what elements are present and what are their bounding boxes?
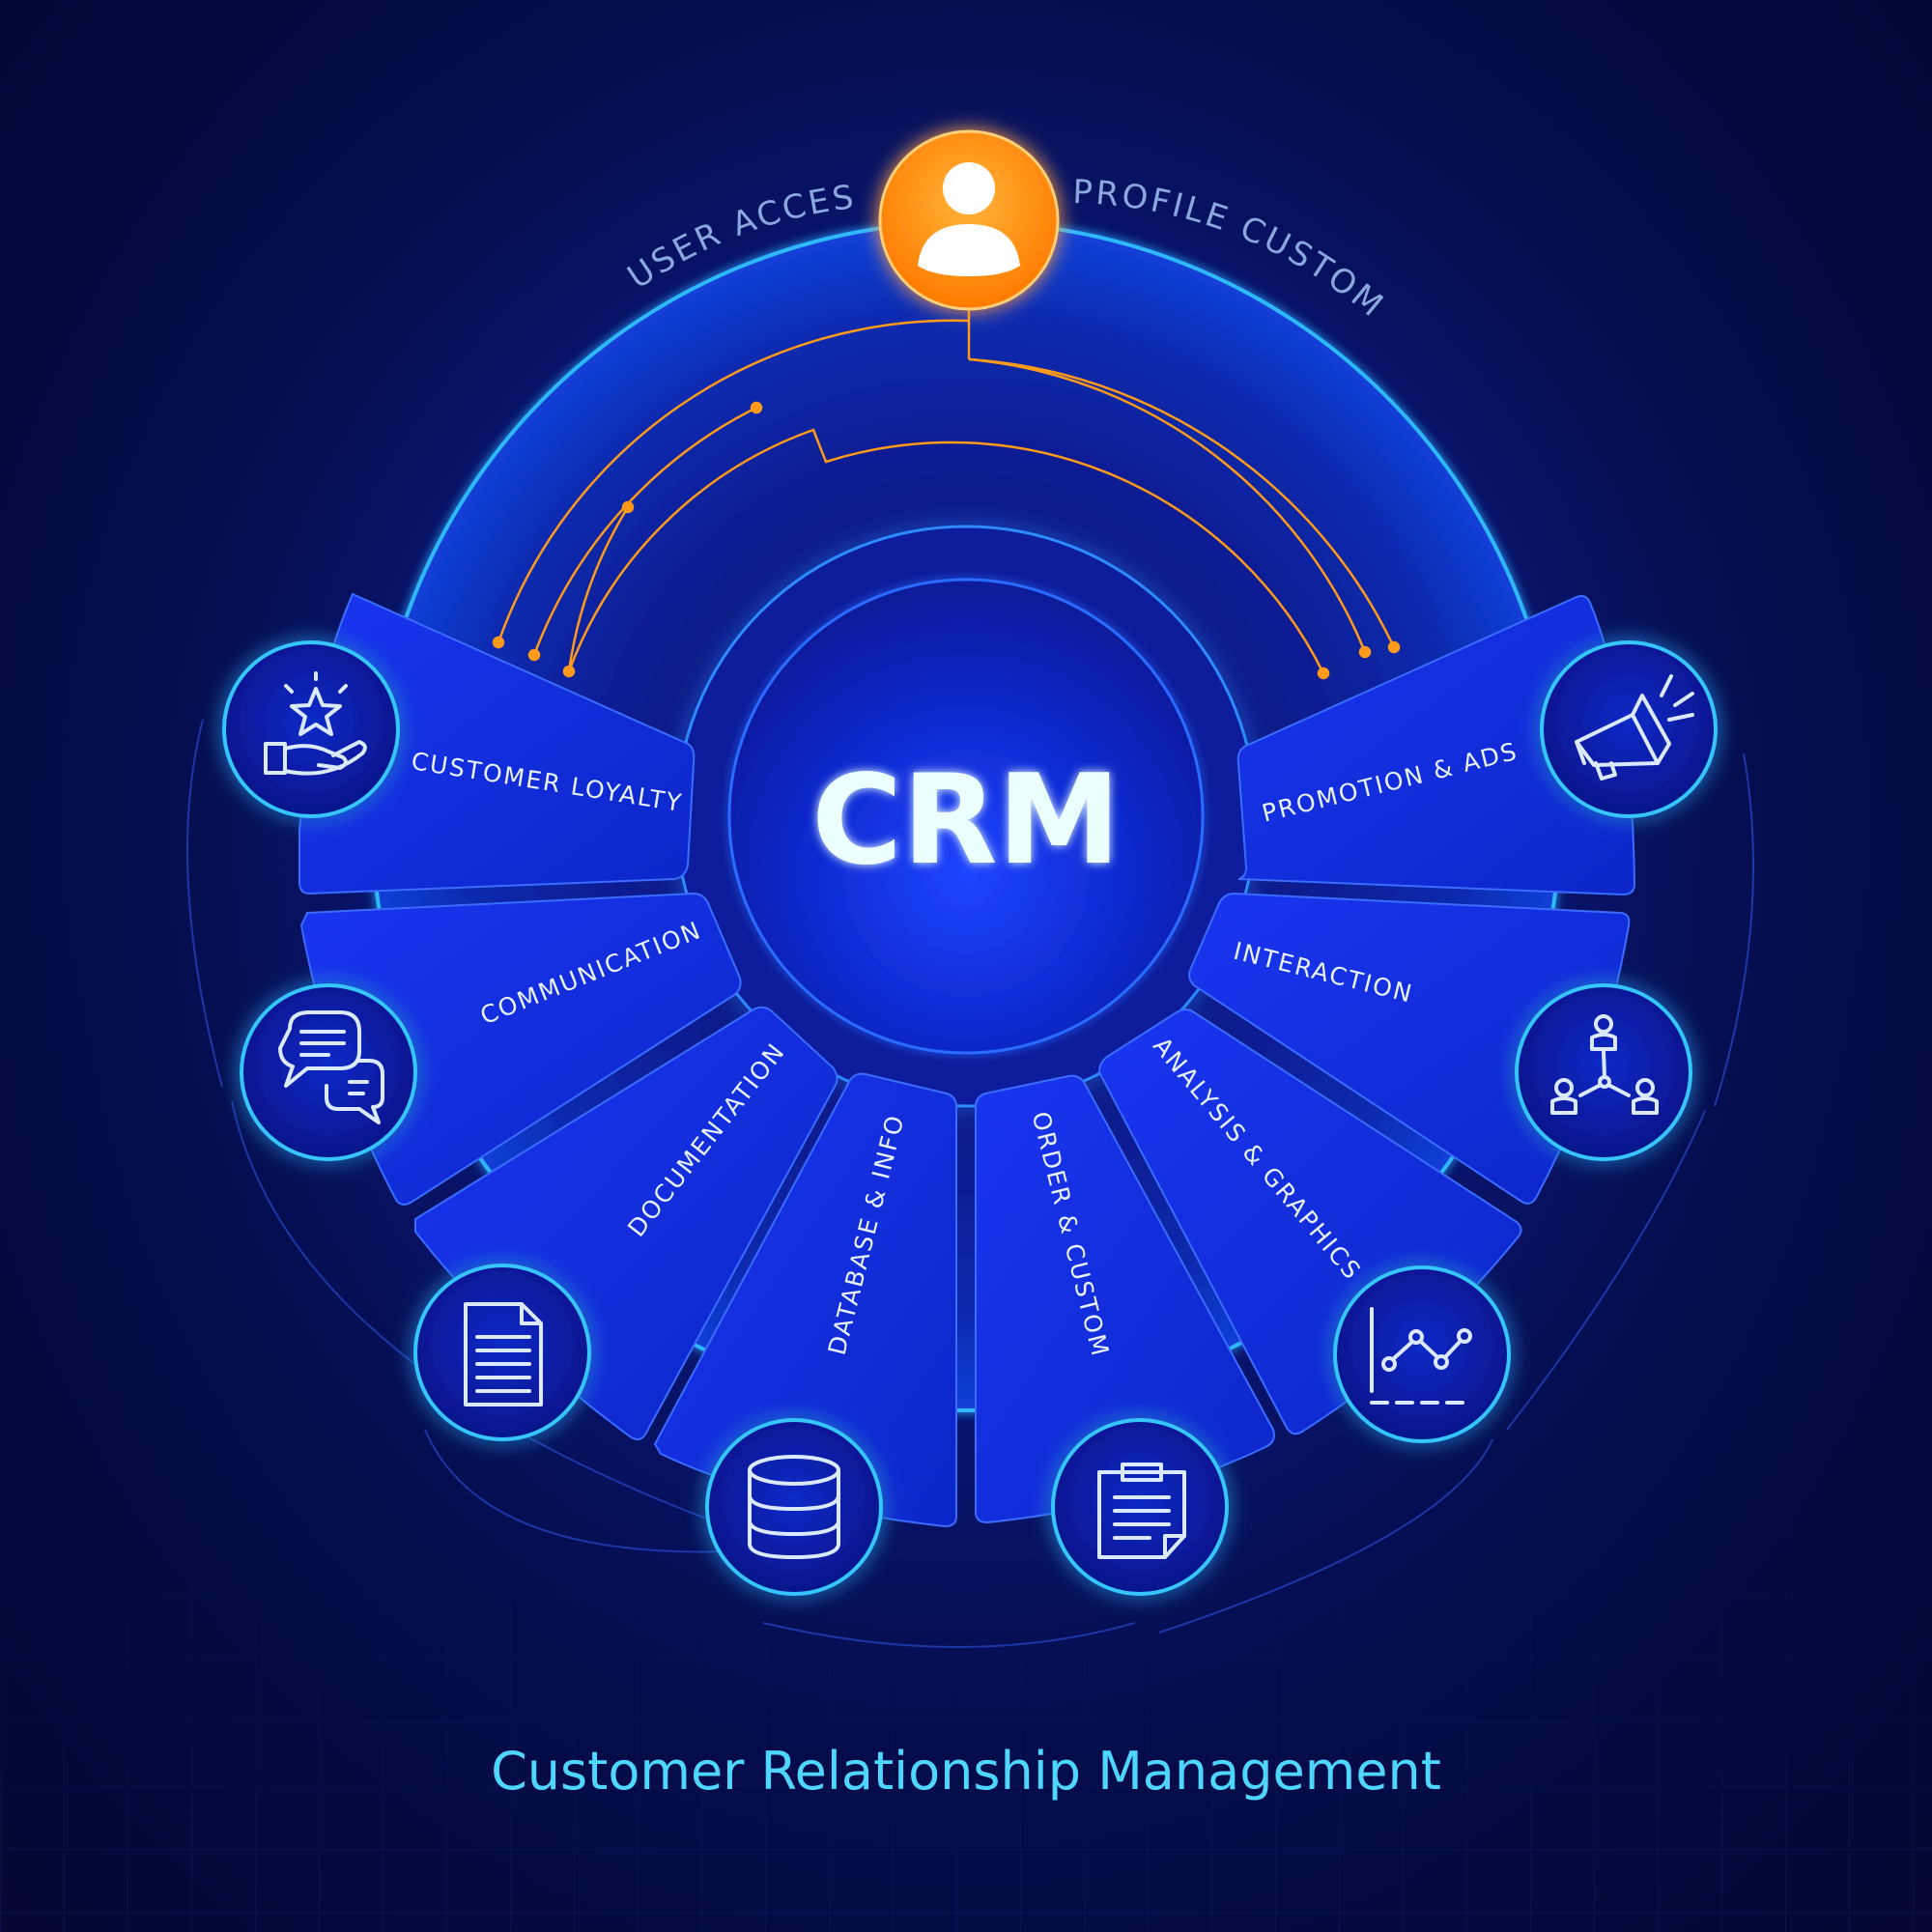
database-icon xyxy=(748,1455,840,1559)
crm-hub-title: CRM xyxy=(811,749,1121,893)
chat-bubbles-icon xyxy=(278,1010,384,1124)
icon-analysis[interactable] xyxy=(1333,1265,1511,1443)
orange-connectors xyxy=(492,309,1401,680)
icon-promotion[interactable] xyxy=(1540,640,1718,818)
panel-order[interactable] xyxy=(975,1074,1275,1524)
flow-lines xyxy=(186,719,1754,1648)
clipboard-icon xyxy=(1097,1463,1186,1559)
panel-interaction[interactable] xyxy=(1188,892,1631,1205)
icon-communication[interactable] xyxy=(240,983,417,1161)
line-chart-icon xyxy=(1370,1307,1472,1405)
document-icon xyxy=(464,1302,543,1406)
icon-database[interactable] xyxy=(705,1418,883,1596)
network-people-icon xyxy=(1550,1014,1659,1115)
icon-customer-loyalty[interactable] xyxy=(222,640,400,818)
user-icon xyxy=(918,162,1020,276)
icon-order[interactable] xyxy=(1051,1418,1229,1596)
megaphone-icon xyxy=(1575,674,1694,781)
footer-caption: Customer Relationship Management xyxy=(491,1741,1441,1802)
background-grid xyxy=(0,1352,1932,1932)
crm-hub xyxy=(727,578,1205,1055)
icon-documentation[interactable] xyxy=(413,1264,591,1441)
panel-promotion[interactable] xyxy=(1236,594,1636,896)
hand-star-icon xyxy=(264,671,367,776)
icon-interaction[interactable] xyxy=(1515,983,1692,1161)
user-node[interactable] xyxy=(878,129,1060,311)
